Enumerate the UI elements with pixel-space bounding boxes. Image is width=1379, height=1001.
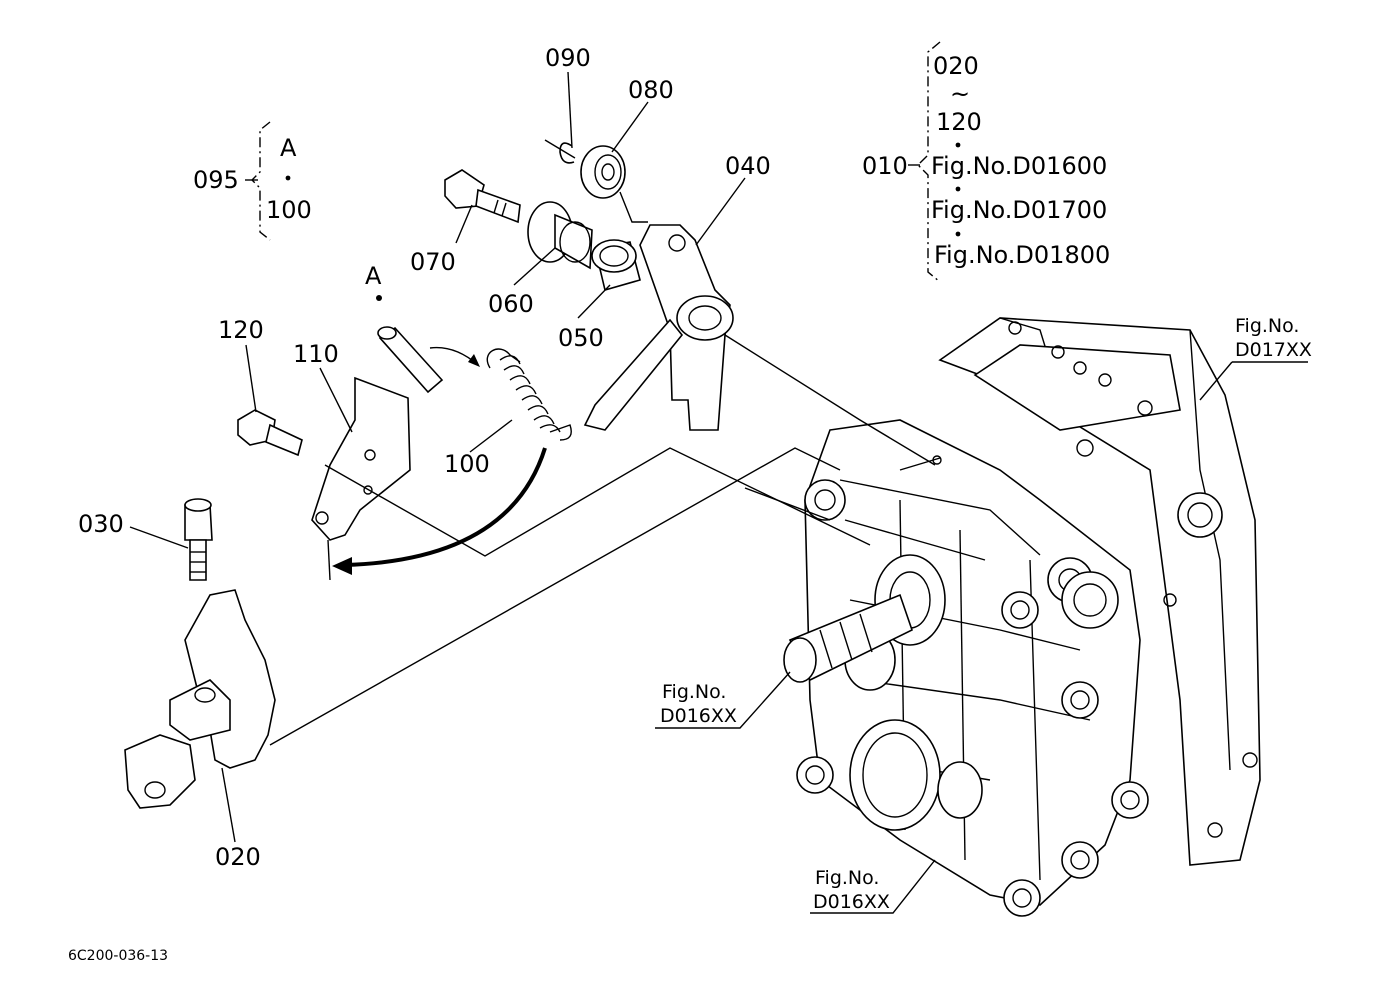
kit-095-labels: 095 A 100 — [193, 134, 312, 224]
label-060: 060 — [488, 290, 534, 318]
figref-upper-right-line1: Fig.No. — [1235, 315, 1299, 337]
label-070: 070 — [410, 248, 456, 276]
alignment-lines — [269, 334, 942, 746]
assembly-010-labels: 010 020 ~ 120 Fig.No.D01600 Fig.No.D0170… — [862, 52, 1110, 269]
label-030: 030 — [78, 510, 124, 538]
part-120-bolt — [237, 409, 303, 457]
label-point-a: A — [365, 262, 382, 290]
part-090-circlip — [544, 139, 576, 164]
fig-ref-labels: Fig.No. D017XX Fig.No. D016XX Fig.No. D0… — [660, 315, 1312, 913]
part-110-bracket — [311, 376, 411, 581]
label-090: 090 — [545, 44, 591, 72]
label-095-line2: 100 — [266, 196, 312, 224]
label-100: 100 — [444, 450, 490, 478]
callout-labels: 090 080 040 070 060 050 120 110 100 030 … — [78, 44, 771, 871]
part-070-bolt — [444, 169, 521, 224]
part-080-bearing — [580, 145, 648, 223]
label-080: 080 — [628, 76, 674, 104]
figref-bottom-line1: Fig.No. — [815, 867, 879, 889]
footer-code: 6C200-036-13 — [68, 948, 168, 964]
part-030-bolt — [184, 498, 213, 581]
label-050: 050 — [558, 324, 604, 352]
part-050-bushing — [591, 239, 641, 291]
transmission-housing — [783, 317, 1261, 917]
part-100-spring — [486, 348, 572, 441]
label-120: 120 — [218, 316, 264, 344]
label-020: 020 — [215, 843, 261, 871]
label-095: 095 — [193, 166, 239, 194]
label-010-line3: Fig.No.D01600 — [931, 152, 1107, 180]
part-020-arm — [124, 589, 276, 809]
label-095-line1: A — [280, 134, 297, 162]
label-010-line2: 120 — [936, 108, 982, 136]
assembly-arrows — [332, 346, 547, 575]
part-pin-a — [376, 295, 444, 394]
brace-095 — [251, 121, 291, 241]
range-tilde: ~ — [950, 80, 970, 108]
figref-middle-line2: D016XX — [660, 705, 737, 727]
brace-010 — [917, 41, 961, 283]
label-010-line1: 020 — [933, 52, 979, 80]
figref-bottom-line2: D016XX — [813, 891, 890, 913]
label-010-line5: Fig.No.D01800 — [934, 241, 1110, 269]
label-010-line4: Fig.No.D01700 — [931, 196, 1107, 224]
figref-middle-line1: Fig.No. — [662, 681, 726, 703]
figref-upper-right-line2: D017XX — [1235, 339, 1312, 361]
label-010: 010 — [862, 152, 908, 180]
label-040: 040 — [725, 152, 771, 180]
part-060-collar — [527, 201, 593, 270]
fig-ref-leaders — [655, 361, 1308, 914]
label-110: 110 — [293, 340, 339, 368]
part-040-lever — [583, 224, 734, 431]
leader-lines — [129, 71, 920, 843]
